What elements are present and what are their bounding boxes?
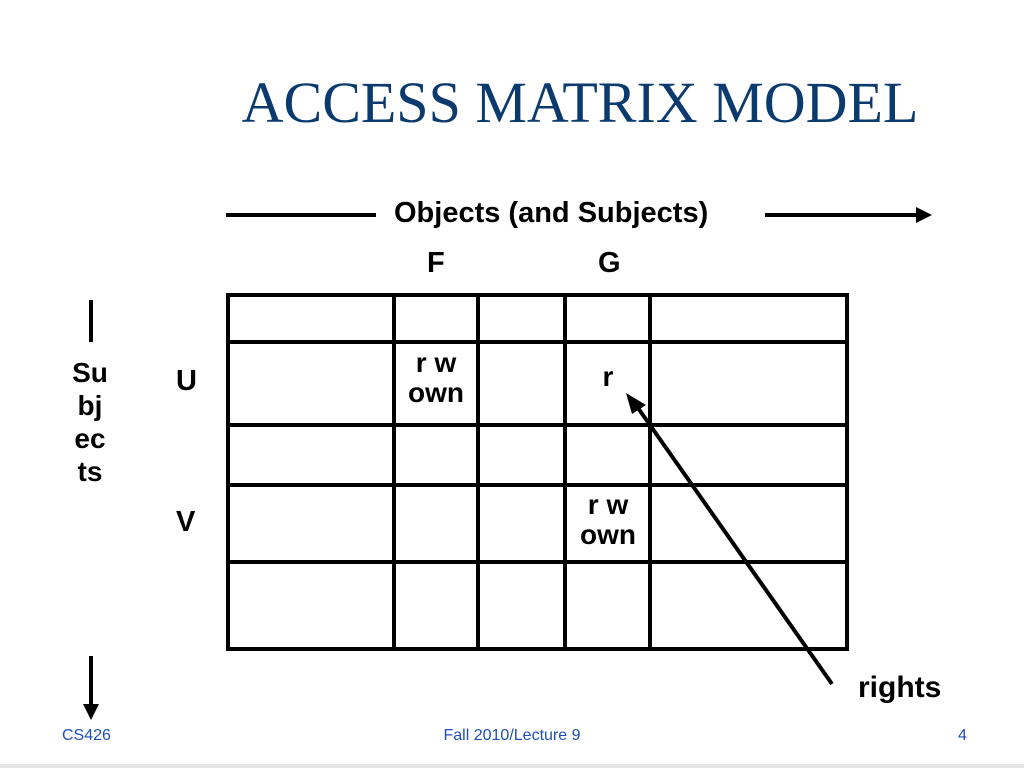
rights-pointer-head xyxy=(626,393,646,414)
subjects-label: Subjects xyxy=(72,357,108,487)
row-label-v: V xyxy=(176,506,196,538)
matrix-grid xyxy=(226,293,849,651)
column-label-g: G xyxy=(598,247,621,279)
matrix-border xyxy=(226,293,849,651)
cell-v-g-rights: r w own xyxy=(580,489,636,550)
column-label-f: F xyxy=(427,247,445,279)
rights-pointer-line xyxy=(636,406,834,686)
footer-course: CS426 xyxy=(62,727,111,744)
cell-u-g-rights: r xyxy=(602,361,614,392)
footer-lecture: Fall 2010/Lecture 9 xyxy=(443,727,581,744)
cell-u-f-rights: r w own xyxy=(408,347,464,408)
slide-title: ACCESS MATRIX MODEL xyxy=(241,70,919,135)
subjects-arrow-head xyxy=(83,704,99,720)
bottom-rule xyxy=(0,764,1024,768)
objects-label: Objects (and Subjects) xyxy=(394,197,709,229)
footer-page-number: 4 xyxy=(958,727,967,744)
rights-label: rights xyxy=(858,671,942,704)
row-label-u: U xyxy=(176,365,197,397)
objects-arrow-head xyxy=(916,207,932,223)
